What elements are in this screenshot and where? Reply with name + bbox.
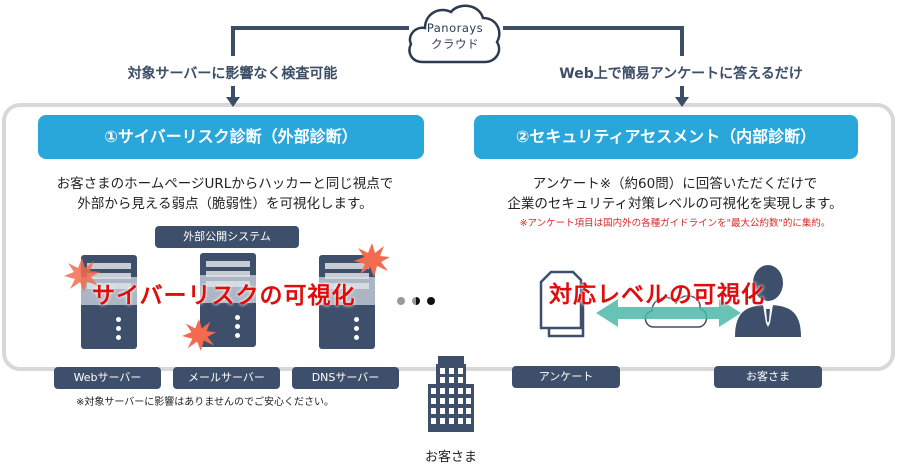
person-icon <box>735 265 801 337</box>
cyber-risk-overlay-text: サイバーリスクの可視化 <box>92 283 356 309</box>
server-tag-mail: メールサーバー <box>173 367 280 389</box>
arrowhead-right <box>675 97 689 107</box>
server-tag-web: Webサーバー <box>54 367 161 389</box>
cloud-label: Panorays クラウド <box>405 20 505 52</box>
server-icon <box>319 255 375 349</box>
connector-right-vertical-top <box>680 26 684 56</box>
vulnerability-burst-icon <box>182 318 216 352</box>
server-tag-dns: DNSサーバー <box>292 367 399 389</box>
exchange-arrow-icon <box>596 295 741 328</box>
customer-tag: お客さま <box>714 366 822 388</box>
external-system-tag: 外部公開システム <box>155 226 299 248</box>
connector-left-horizontal <box>231 26 409 30</box>
connector-right-vertical-bottom <box>680 86 684 98</box>
server-safety-note: ※対象サーバーに影響はありませんのでご安心ください。 <box>76 397 334 408</box>
document-icon <box>539 270 585 338</box>
server-icon <box>200 253 256 347</box>
customer-label: お客さま <box>424 450 477 465</box>
external-description: お客さまのホームページURLからハッカーと同じ視点で 外部から見える弱点（脆弱性… <box>0 174 450 214</box>
connector-left-vertical-bottom <box>231 86 235 98</box>
connector-left-vertical-top <box>231 26 235 56</box>
cloud-label-line2: クラウド <box>431 37 479 51</box>
internal-description: アンケート※（約60問）に回答いただくだけで 企業のセキュリティ対策レベルの可視… <box>450 174 900 214</box>
cloud-label-line1: Panorays <box>426 21 484 35</box>
external-description-line2: 外部から見える弱点（脆弱性）を可視化します。 <box>77 196 373 212</box>
more-indicator-dot <box>397 297 405 305</box>
survey-tag: アンケート <box>512 366 620 388</box>
section-header-internal: ②セキュリティアセスメント（内部診断） <box>474 115 858 159</box>
connector-right-horizontal <box>503 26 684 30</box>
section-header-external: ①サイバーリスク診断（外部診断） <box>38 115 424 159</box>
building-icon <box>428 356 474 432</box>
vulnerability-burst-icon <box>354 243 390 277</box>
flow-label-left: 対象サーバーに影響なく検査可能 <box>127 66 338 82</box>
server-icon <box>81 255 137 349</box>
cloud-icon <box>408 4 501 64</box>
arrowhead-left <box>226 97 240 107</box>
internal-description-line1: アンケート※（約60問）に回答いただくだけで <box>532 176 818 192</box>
internal-footnote: ※アンケート項目は国内外の各種ガイドラインを"最大公約数"的に集約。 <box>519 218 831 229</box>
more-indicator-dot <box>427 297 435 305</box>
flow-label-right: Web上で簡易アンケートに答えるだけ <box>559 66 803 82</box>
more-indicator-dot <box>412 297 420 305</box>
vulnerability-burst-icon <box>64 258 100 292</box>
response-level-overlay-text: 対応レベルの可視化 <box>549 282 765 308</box>
external-description-line1: お客さまのホームページURLからハッカーと同じ視点で <box>56 176 394 192</box>
internal-description-line2: 企業のセキュリティ対策レベルの可視化を実現します。 <box>507 196 843 212</box>
